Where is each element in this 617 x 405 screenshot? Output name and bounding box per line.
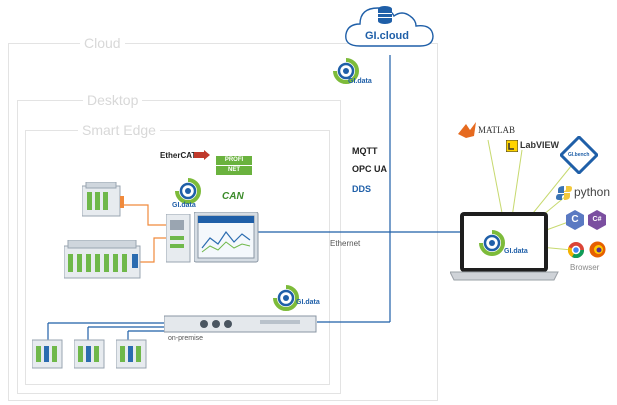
profinet-bottom: NET	[216, 166, 252, 175]
device-stack-middle	[64, 240, 141, 279]
touch-panel	[194, 212, 259, 263]
csharp-icon: C#	[588, 210, 606, 230]
bottom-device-1	[32, 339, 63, 369]
ethercat-label: EtherCAT.	[160, 151, 198, 160]
gi-data-label: GI.data	[296, 299, 320, 306]
database-icon	[378, 6, 392, 24]
ethercat-logo: EtherCAT.	[160, 151, 198, 160]
firefox-icon	[589, 241, 606, 258]
gibench-icon	[560, 136, 598, 174]
dds-label: DDS	[352, 184, 372, 194]
gi-data-label: GI.data	[172, 202, 196, 209]
gi-data-badge-onpremise: GI.data	[270, 285, 320, 317]
device-stack-top	[82, 182, 124, 217]
cloud-zone	[8, 43, 438, 401]
c-label: C	[571, 214, 579, 225]
python-icon	[556, 186, 572, 200]
dds-logo: DDS	[352, 184, 371, 194]
gi-data-logo	[333, 58, 359, 84]
cloud-label: GI.cloud	[365, 30, 409, 42]
labview-icon	[506, 140, 518, 152]
profinet-logo: PROFI NET	[216, 156, 252, 175]
chrome-icon	[568, 242, 584, 258]
can-logo: CAN	[222, 191, 244, 202]
python-label: python	[574, 185, 611, 199]
cloud-zone-label: Cloud	[80, 35, 125, 51]
controller-unit	[166, 214, 191, 263]
bottom-device-3	[116, 339, 147, 369]
matlab-label: MATLAB	[478, 125, 516, 135]
smart-edge-zone-label: Smart Edge	[78, 122, 160, 138]
cloud-shape	[345, 7, 434, 47]
gi-data-label: GI.data	[504, 248, 528, 255]
desktop-zone-label: Desktop	[83, 92, 143, 108]
mqtt-logo: MQTT	[352, 146, 378, 156]
gibench-label: GI.bench	[568, 152, 590, 158]
desktop-zone	[17, 100, 341, 394]
gi-data-badge-edge: GI.data	[172, 178, 212, 210]
mqtt-label: MQTT	[352, 146, 378, 156]
bottom-device-2	[74, 339, 105, 369]
ethercat-arrow-icon	[194, 150, 210, 160]
ethernet-label: Ethernet	[330, 239, 361, 248]
gi-data-badge-laptop: GI.data	[476, 230, 528, 264]
matlab-icon	[458, 122, 476, 138]
csharp-label: C#	[592, 216, 602, 223]
opcua-label: OPC UA	[352, 164, 388, 174]
gi-data-label: GI.data	[348, 78, 372, 85]
labview-label: LabVIEW	[520, 140, 560, 150]
gi-data-logo	[273, 285, 299, 311]
gi-data-badge-cloud: GI.data	[330, 58, 372, 90]
rack-unit	[164, 315, 317, 333]
opcua-logo: OPC UA	[352, 164, 387, 174]
browser-label: Browser	[570, 263, 600, 272]
smart-edge-zone	[25, 130, 330, 385]
gi-data-logo	[175, 178, 201, 204]
profinet-top: PROFI	[216, 156, 252, 165]
c-icon: C	[566, 210, 584, 230]
gi-data-logo	[479, 230, 505, 256]
onpremise-label: on-premise	[168, 335, 204, 342]
